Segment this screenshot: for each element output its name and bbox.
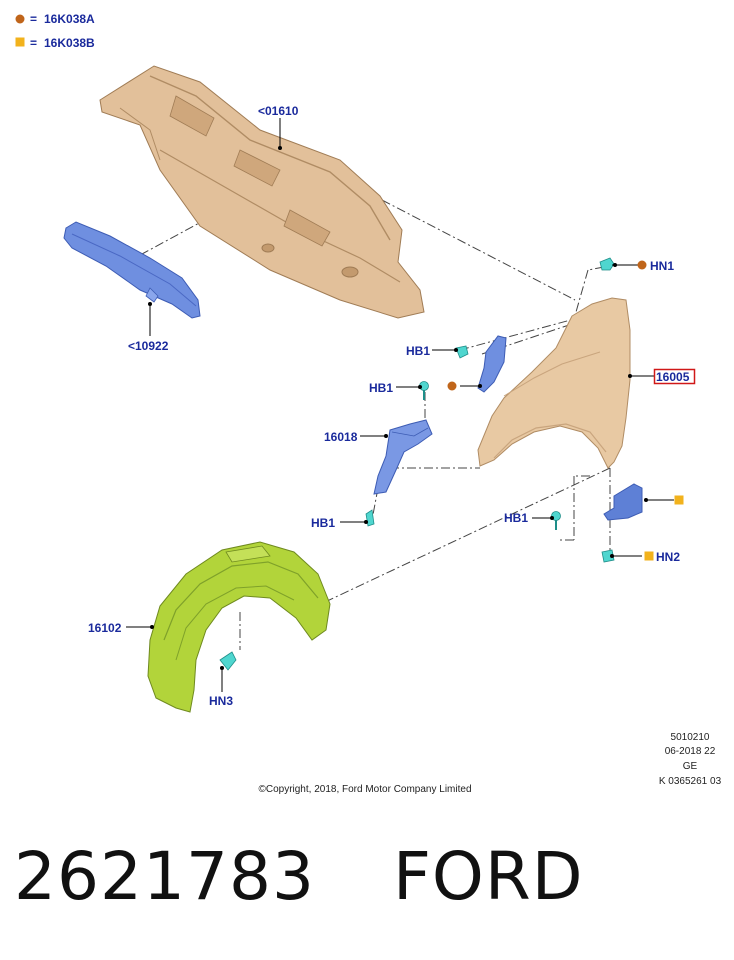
bullet-16k038a-hn1 <box>637 260 647 270</box>
callout-hn2: HN2 <box>656 550 680 564</box>
wheel-arch-liner-part <box>147 541 331 713</box>
callout-side-rail: <10922 <box>128 339 169 353</box>
callout-dash-panel: <01610 <box>258 104 299 118</box>
part-number: 2621783 <box>14 838 315 915</box>
dash-panel-part <box>99 65 425 319</box>
footer-caption: 2621783 FORD <box>14 838 584 915</box>
callout-hb1-lower: HB1 <box>311 516 335 530</box>
bolt-hb1-a <box>455 345 469 359</box>
highlight-box <box>653 368 696 385</box>
legend-code-2: 16K038B <box>44 36 95 50</box>
reference-bullets <box>447 260 684 561</box>
legend-eq-2: = <box>30 36 37 50</box>
legend-code-1: 16K038A <box>44 12 95 26</box>
callout-bracket: 16018 <box>324 430 358 444</box>
callout-hb1-mid: HB1 <box>369 381 393 395</box>
callout-fender: 16005 <box>656 370 690 384</box>
fasteners <box>219 257 615 671</box>
callout-liner: 16102 <box>88 621 122 635</box>
drawing-info-block: 5010210 06-2018 22 GE K 0365261 03 <box>659 732 722 787</box>
legend: = 16K038A = 16K038B <box>15 12 95 50</box>
callout-hn1: HN1 <box>650 259 674 273</box>
clip-hn1 <box>599 257 615 271</box>
upper-bracket-part <box>477 335 507 393</box>
bullet-16k038a-bracket <box>447 381 457 391</box>
clip-hn3 <box>219 651 237 671</box>
callout-hn3: HN3 <box>209 694 233 708</box>
legend-eq-1: = <box>30 12 37 26</box>
callout-hb1-upper: HB1 <box>406 344 430 358</box>
bullet-16k038b-hn2 <box>644 551 654 561</box>
side-rail-part <box>63 221 201 319</box>
info-line-2: 06-2018 22 <box>665 746 716 757</box>
info-line-1: 5010210 <box>671 732 710 743</box>
bullet-16k038b-bracket <box>674 495 684 505</box>
callout-labels: <01610 <10922 HN1 HB1 HB1 16005 16018 HB… <box>88 104 690 708</box>
legend-circle-bullet <box>15 14 25 24</box>
fender-bracket-part <box>373 419 433 495</box>
copyright-text: ©Copyright, 2018, Ford Motor Company Lim… <box>258 784 471 795</box>
clip-hn2 <box>601 549 615 563</box>
callout-hb1-rear: HB1 <box>504 511 528 525</box>
brand-name: FORD <box>392 838 584 915</box>
rear-bracket-part <box>603 483 643 521</box>
leaders <box>126 118 674 692</box>
info-line-3: GE <box>683 761 698 772</box>
legend-square-bullet <box>15 37 25 47</box>
info-line-4: K 0365261 03 <box>659 776 722 787</box>
fender-part <box>477 297 631 469</box>
